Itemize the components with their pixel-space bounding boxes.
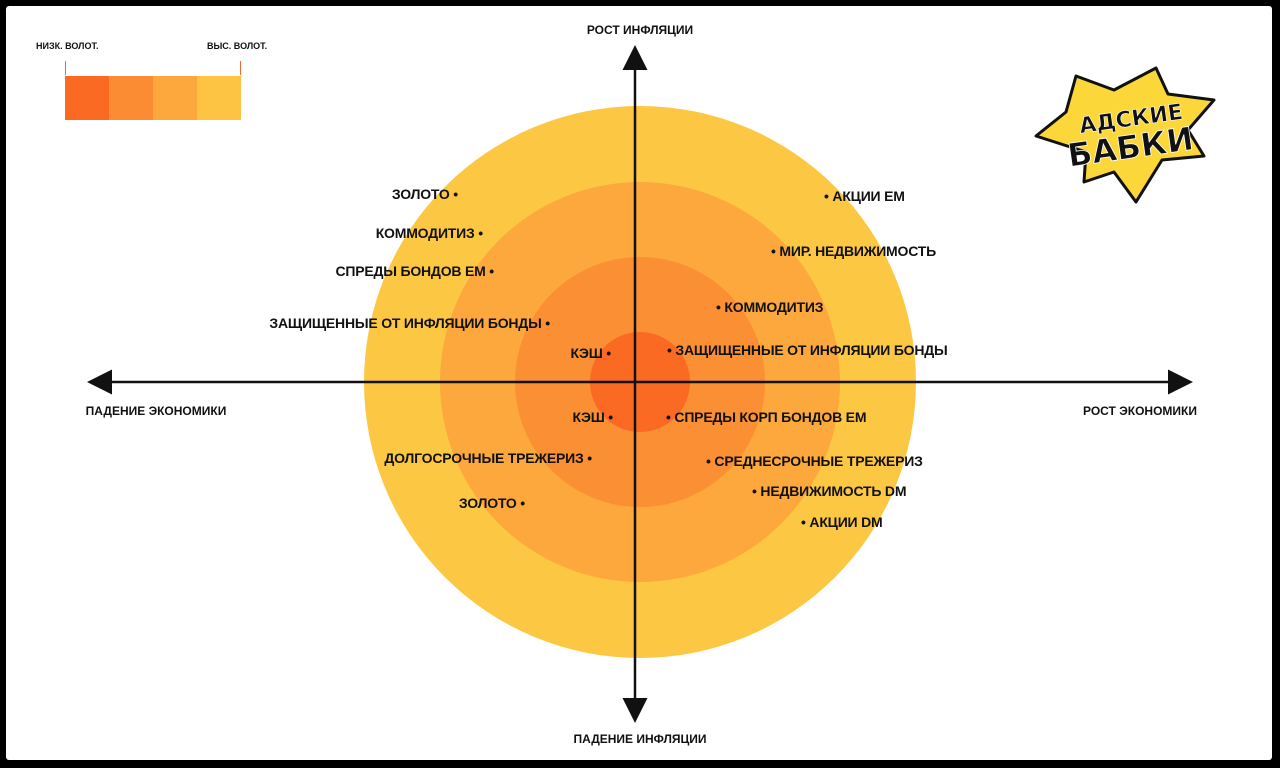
adskie-babki-logo: АДСКИЕ БАБКИ [1034,66,1216,204]
item-q2-em-bond-spreads: СПРЕДЫ БОНДОВ ЕМ • [335,263,494,279]
volatility-legend [65,76,241,120]
item-q4-em-corp-bond-spreads: • СПРЕДЫ КОРП БОНДОВ ЕМ [666,409,867,425]
legend-swatch-4 [197,76,241,120]
diagram-frame: РОСТ ИНФЛЯЦИИ ПАДЕНИЕ ИНФЛЯЦИИ ПАДЕНИЕ Э… [6,6,1272,760]
item-q2-cash: КЭШ • [570,345,611,361]
axis-label-economy-up: РОСТ ЭКОНОМИКИ [1083,404,1197,418]
item-q2-commodities: КОММОДИТИЗ • [375,225,483,241]
item-q1-world-realestate: • МИР. НЕДВИЖИМОСТЬ [771,243,936,259]
axis-label-inflation-down: ПАДЕНИЕ ИНФЛЯЦИИ [573,732,707,746]
axis-label-economy-down: ПАДЕНИЕ ЭКОНОМИКИ [85,404,227,418]
item-q1-commodities: • КОММОДИТИЗ [716,299,824,315]
item-q2-gold: ЗОЛОТО • [391,186,458,202]
quadrant-diagram [87,45,1193,723]
axis-label-inflation-up: РОСТ ИНФЛЯЦИИ [586,23,694,37]
legend-tick-low [65,61,66,75]
item-q3-gold: ЗОЛОТО • [458,495,525,511]
legend-swatch-1 [65,76,109,120]
legend-low-label: НИЗК. ВОЛОТ. [36,41,99,51]
item-q4-dm-stocks: • АКЦИИ DM [801,514,883,530]
item-q3-long-treasuries: ДОЛГОСРОЧНЫЕ ТРЕЖЕРИЗ • [384,450,592,466]
legend-tick-high [240,61,241,75]
item-q1-em-stocks: • АКЦИИ ЕМ [824,188,905,204]
item-q3-cash: КЭШ • [572,409,613,425]
item-q2-tips: ЗАЩИЩЕННЫЕ ОТ ИНФЛЯЦИИ БОНДЫ • [269,315,550,331]
legend-high-label: ВЫС. ВОЛОТ. [207,41,268,51]
legend-swatch-2 [109,76,153,120]
item-q4-dm-realestate: • НЕДВИЖИМОСТЬ DM [752,483,907,499]
legend-swatch-3 [153,76,197,120]
item-q4-mid-treasuries: • СРЕДНЕСРОЧНЫЕ ТРЕЖЕРИЗ [706,453,923,469]
item-q1-tips: • ЗАЩИЩЕННЫЕ ОТ ИНФЛЯЦИИ БОНДЫ [667,342,948,358]
